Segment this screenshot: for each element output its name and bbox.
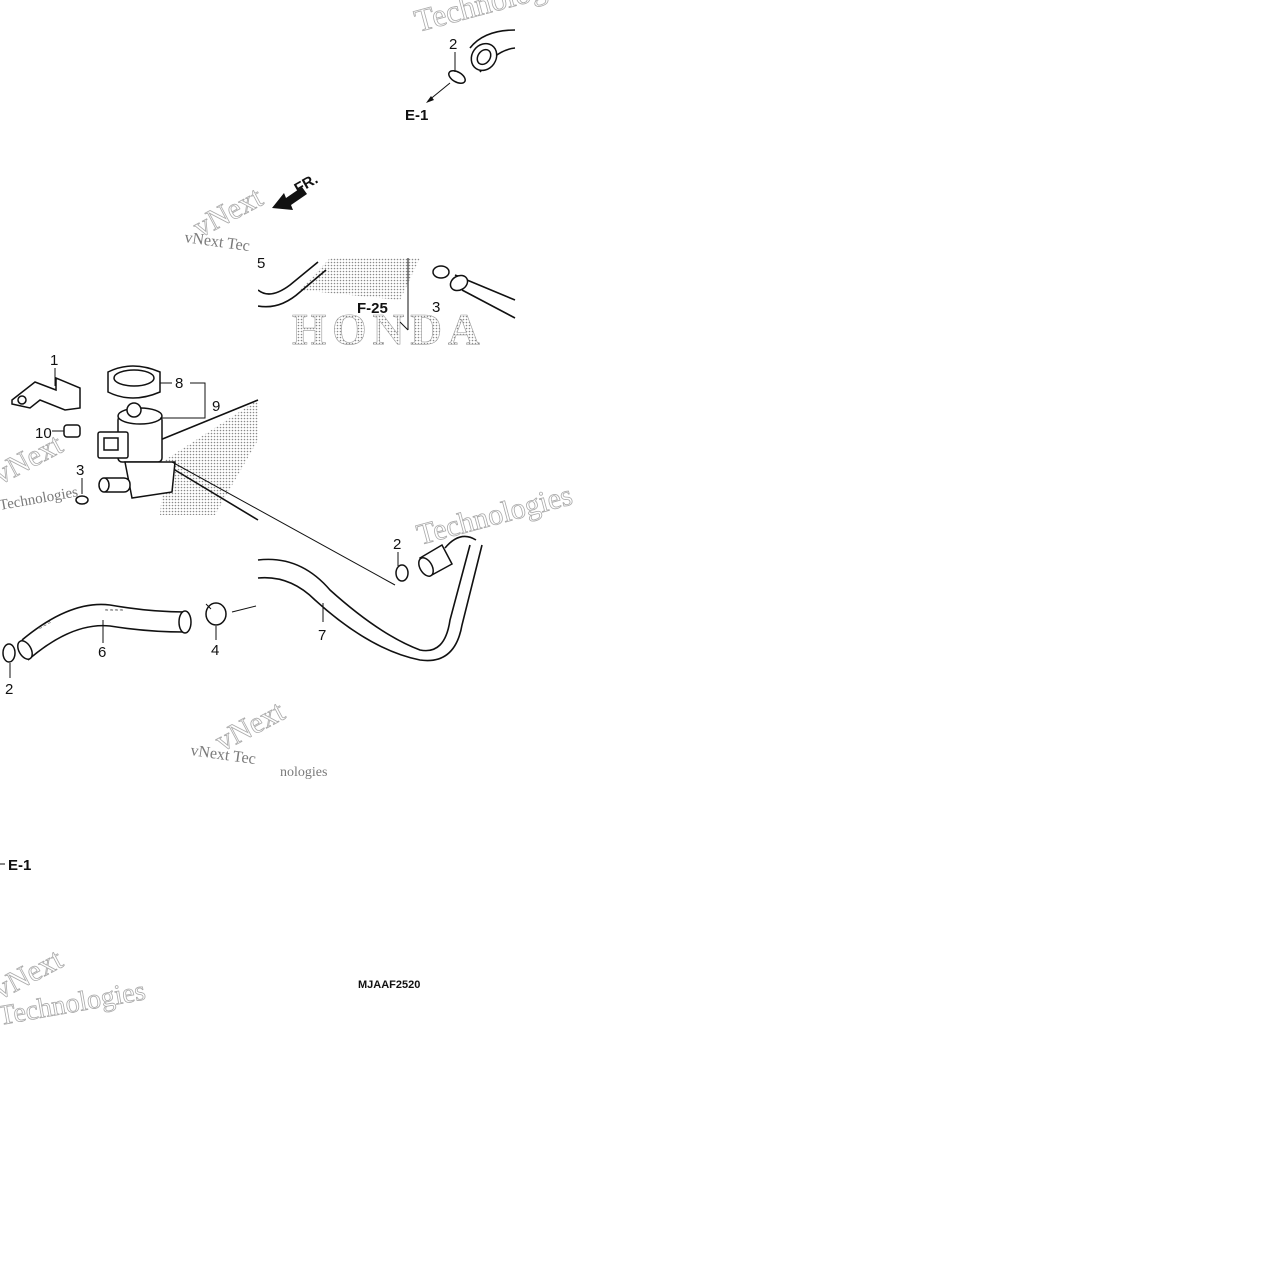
callout-2-right: 2 bbox=[393, 536, 401, 553]
watermark-vnext-tec-mid: vNext Tec bbox=[183, 229, 250, 255]
clamp-part-4 bbox=[205, 602, 227, 626]
clamp-3-upper bbox=[432, 265, 450, 279]
callout-10: 10 bbox=[35, 425, 52, 442]
brand-watermark: HONDA bbox=[292, 305, 486, 354]
callout-3-left: 3 bbox=[76, 462, 84, 479]
reference-e1-bottom: E-1 bbox=[8, 857, 31, 874]
collar-part-8 bbox=[107, 365, 161, 399]
hose-part-7 bbox=[257, 535, 483, 662]
clamp-3-left bbox=[75, 495, 89, 505]
callout-9: 9 bbox=[212, 398, 220, 415]
watermark-technologies-top: Technologies bbox=[410, 0, 584, 39]
callout-7: 7 bbox=[318, 627, 326, 644]
callout-5: 5 bbox=[257, 255, 265, 272]
reference-f25: F-25 bbox=[357, 300, 388, 317]
front-arrow-icon bbox=[272, 187, 307, 210]
solenoid-valve-part-9 bbox=[97, 402, 176, 499]
clamp-2-left bbox=[2, 643, 16, 663]
bracket-part-1 bbox=[11, 376, 81, 411]
reference-e1-top: E-1 bbox=[405, 107, 428, 124]
callout-1: 1 bbox=[50, 352, 58, 369]
drawing-code: MJAAF2520 bbox=[358, 979, 420, 991]
svg-text:≈ ≈ ≈ ≈: ≈ ≈ ≈ ≈ bbox=[105, 608, 124, 614]
callout-4: 4 bbox=[211, 642, 219, 659]
clamp-2-top bbox=[448, 70, 466, 84]
callout-8: 8 bbox=[175, 375, 183, 392]
hose-part-6: ≈ ≈ ≈ ≈ ≈ ≈ ≈ bbox=[17, 603, 192, 661]
bolt-part-10 bbox=[52, 424, 81, 438]
valve-section-background bbox=[160, 400, 258, 515]
upper-fragment: HONDA bbox=[258, 258, 516, 354]
clamp-2-right bbox=[395, 564, 409, 582]
watermark-technologies-left: Technologies bbox=[0, 484, 79, 514]
watermark-vnext-left: vNext bbox=[0, 427, 69, 491]
callout-3-upper: 3 bbox=[432, 299, 440, 316]
callout-6: 6 bbox=[98, 644, 106, 661]
callout-2-top: 2 bbox=[449, 36, 457, 53]
watermark-technologies-right: Technologies bbox=[413, 479, 576, 552]
svg-text:≈ ≈ ≈: ≈ ≈ ≈ bbox=[38, 620, 53, 632]
watermark-nologies-low: nologies bbox=[280, 765, 327, 780]
callout-2-left: 2 bbox=[5, 681, 13, 698]
top-hose-fragment bbox=[426, 29, 516, 103]
